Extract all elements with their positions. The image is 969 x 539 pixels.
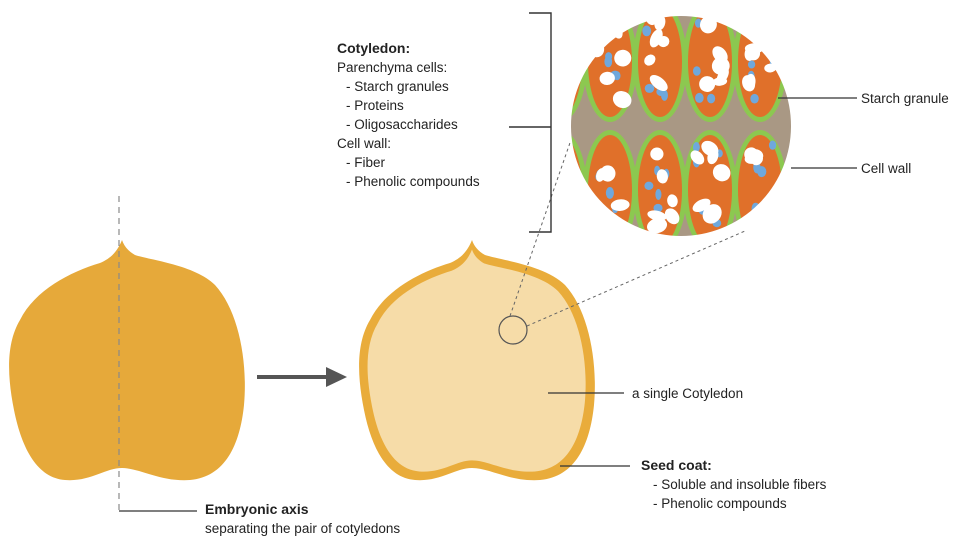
protein-body xyxy=(695,93,704,103)
protein-body xyxy=(642,26,651,37)
starch-granule xyxy=(556,199,569,210)
protein-body xyxy=(561,26,569,36)
protein-body xyxy=(600,226,608,235)
starch-granule xyxy=(811,48,831,67)
protein-body xyxy=(794,151,803,162)
protein-body xyxy=(748,60,755,68)
seed-coat-heading: Seed coat: xyxy=(641,456,826,475)
starch-granule xyxy=(562,201,577,223)
protein-body xyxy=(606,20,612,30)
parenchyma-heading: Parenchyma cells: xyxy=(337,58,480,77)
starch-granule xyxy=(797,193,816,215)
starch-granule xyxy=(553,177,566,196)
protein-body xyxy=(769,141,776,150)
protein-body xyxy=(818,188,825,198)
single-cotyledon-label: a single Cotyledon xyxy=(632,384,743,403)
starch-granule xyxy=(806,55,827,74)
transition-arrow xyxy=(257,367,347,387)
protein-body xyxy=(559,48,566,59)
starch-granule xyxy=(803,169,828,194)
starch-granule xyxy=(812,160,832,179)
parenchyma-cell xyxy=(788,135,832,245)
starch-granule xyxy=(806,93,825,112)
cellwall-heading: Cell wall: xyxy=(337,134,480,153)
protein-body xyxy=(555,57,561,69)
starch-granule xyxy=(804,59,819,76)
starch-granule xyxy=(760,202,777,221)
starch-granule xyxy=(809,70,826,90)
protein-body xyxy=(766,28,773,38)
starch-granule xyxy=(553,36,576,49)
parenchyma-cell xyxy=(538,7,582,117)
starch-granule xyxy=(600,216,618,229)
protein-body xyxy=(605,52,612,61)
cell-wall xyxy=(533,2,587,122)
seed-coat-item: - Soluble and insoluble fibers xyxy=(641,475,826,494)
protein-body xyxy=(794,193,803,205)
embryonic-axis-label-block: Embryonic axis separating the pair of co… xyxy=(205,500,400,538)
embryonic-axis-heading: Embryonic axis xyxy=(205,500,400,519)
whole-seed-body xyxy=(9,240,245,480)
cell-wall xyxy=(783,130,837,250)
protein-body xyxy=(802,97,811,107)
cellwall-item: - Phenolic compounds xyxy=(337,172,480,191)
parenchyma-item: - Starch granules xyxy=(337,77,480,96)
starch-granule xyxy=(807,219,822,234)
protein-body xyxy=(549,188,557,197)
protein-body xyxy=(795,30,802,41)
protein-body xyxy=(565,196,573,204)
protein-body xyxy=(797,210,806,221)
seed-coat-item: - Phenolic compounds xyxy=(641,494,826,513)
protein-body xyxy=(567,172,574,181)
starch-granule xyxy=(603,11,621,29)
starch-granule xyxy=(759,227,776,239)
starch-granule xyxy=(788,19,811,42)
cellwall-item: - Fiber xyxy=(337,153,480,172)
protein-body xyxy=(557,63,563,72)
opened-seed xyxy=(359,240,595,480)
starch-granule xyxy=(550,96,566,108)
protein-body xyxy=(544,171,551,183)
cotyledon-heading: Cotyledon: xyxy=(337,39,480,58)
parenchyma-cell xyxy=(788,7,832,117)
parenchyma-cell xyxy=(538,135,582,245)
cell-wall xyxy=(783,2,837,122)
parenchyma-item: - Proteins xyxy=(337,96,480,115)
protein-body xyxy=(644,182,653,190)
protein-body xyxy=(809,99,816,108)
protein-body xyxy=(560,19,568,28)
protein-body xyxy=(765,229,774,238)
protein-body xyxy=(800,26,810,36)
starch-granule xyxy=(788,144,813,170)
protein-body xyxy=(757,166,766,177)
starch-granule xyxy=(542,163,556,182)
cotyledon-label-block: Cotyledon: Parenchyma cells: - Starch gr… xyxy=(337,39,480,191)
starch-granule xyxy=(817,137,827,155)
seed-coat-label-block: Seed coat: - Soluble and insoluble fiber… xyxy=(641,456,826,513)
cotyledon-bracket xyxy=(509,13,551,232)
protein-body xyxy=(693,66,701,76)
parenchyma-cell xyxy=(738,7,782,117)
starch-granule xyxy=(545,193,565,208)
starch-granule xyxy=(546,38,567,59)
protein-body xyxy=(803,186,812,195)
parenchyma-item: - Oligosaccharides xyxy=(337,115,480,134)
magnified-tissue xyxy=(533,2,837,250)
cell-wall-label: Cell wall xyxy=(861,159,911,178)
protein-body xyxy=(707,94,715,104)
whole-seed xyxy=(9,240,245,480)
protein-body xyxy=(750,94,758,104)
protein-body xyxy=(555,154,563,163)
protein-body xyxy=(606,187,614,199)
starch-granule-label: Starch granule xyxy=(861,89,949,108)
protein-body xyxy=(798,68,808,80)
protein-body xyxy=(655,189,661,200)
starch-granule xyxy=(560,52,580,67)
embryonic-axis-description: separating the pair of cotyledons xyxy=(205,519,400,538)
starch-granule xyxy=(545,58,561,74)
